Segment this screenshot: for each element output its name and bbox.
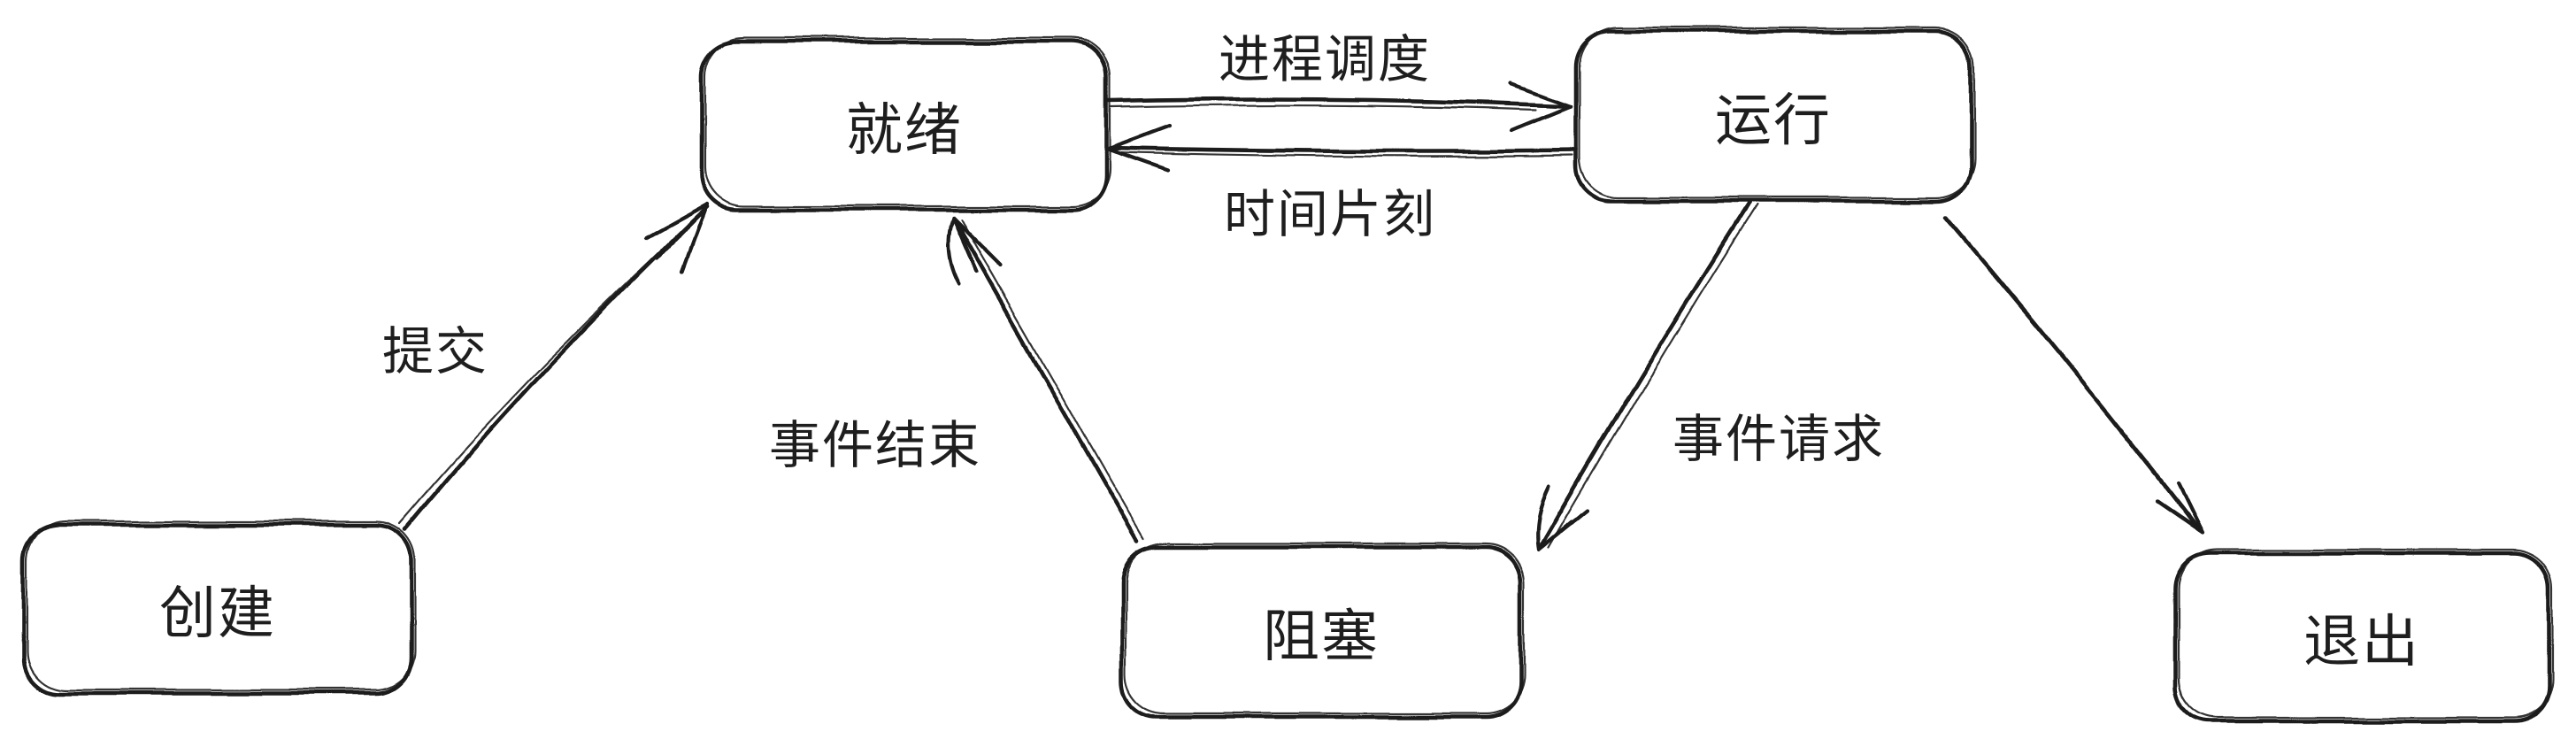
- edge-label-event-end: 事件结束: [768, 417, 982, 474]
- arrow-running-to-exit[interactable]: [1943, 215, 2205, 535]
- edge-label-process-schedule: 进程调度: [1218, 31, 1432, 89]
- node-exit[interactable]: [2172, 548, 2554, 724]
- arrow-ready-to-running[interactable]: [1105, 81, 1573, 133]
- node-running[interactable]: [1573, 26, 1977, 204]
- edge-label-submit: 提交: [381, 323, 489, 381]
- arrow-blocked-to-ready[interactable]: [947, 215, 1146, 544]
- node-ready[interactable]: [699, 36, 1111, 212]
- node-blocked[interactable]: [1119, 542, 1526, 720]
- node-exit-label: 退出: [2303, 610, 2420, 674]
- arrow-running-to-ready[interactable]: [1105, 123, 1578, 173]
- edge-label-time-slice: 时间片刻: [1223, 186, 1437, 243]
- node-blocked-label: 阻塞: [1263, 605, 1380, 668]
- node-create[interactable]: [21, 520, 417, 696]
- arrow-running-to-blocked[interactable]: [1535, 200, 1758, 553]
- node-ready-label: 就绪: [846, 98, 963, 162]
- edge-label-event-request: 事件请求: [1672, 411, 1886, 468]
- node-running-label: 运行: [1715, 89, 1832, 152]
- arrow-create-to-ready[interactable]: [398, 202, 710, 532]
- node-create-label: 创建: [159, 581, 276, 645]
